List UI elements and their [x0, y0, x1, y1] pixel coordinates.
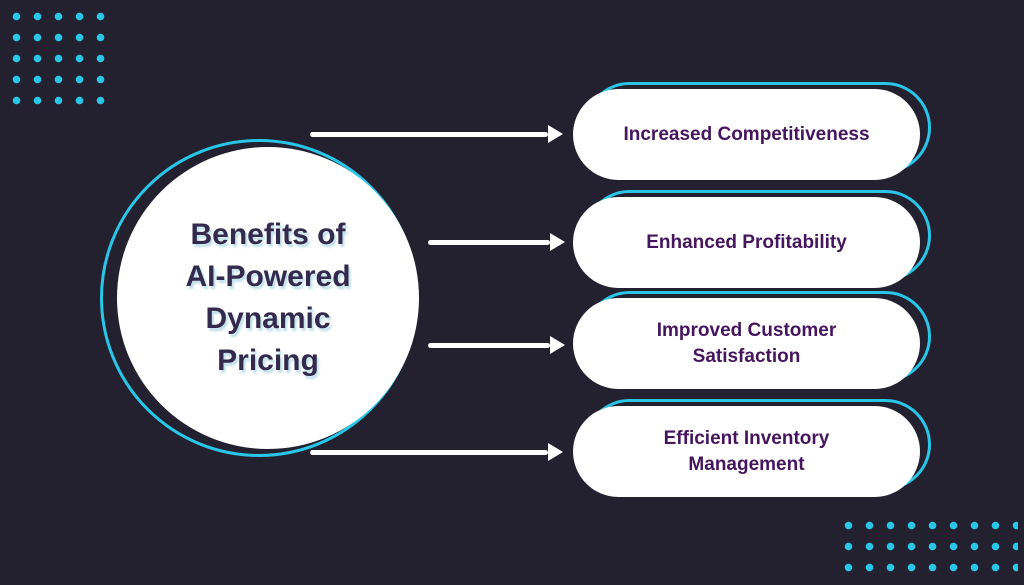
- arrow-line: [310, 131, 548, 137]
- benefit-card-improved-customer-satisfaction: Improved Customer Satisfaction: [573, 298, 920, 389]
- dot-grid-decoration-top-left: [6, 6, 114, 112]
- connector-arrow-4: [310, 443, 563, 461]
- connector-arrow-3: [428, 336, 565, 354]
- title-circle: Benefits of AI-Powered Dynamic Pricing: [117, 147, 419, 449]
- benefit-card-efficient-inventory-management: Efficient Inventory Management: [573, 406, 920, 497]
- benefit-card-surface: Improved Customer Satisfaction: [573, 298, 920, 389]
- arrow-head-icon: [548, 125, 563, 143]
- benefit-card-enhanced-profitability: Enhanced Profitability: [573, 197, 920, 288]
- arrow-line: [428, 239, 550, 245]
- connector-arrow-2: [428, 233, 565, 251]
- arrow-line: [428, 342, 550, 348]
- benefit-label: Efficient Inventory Management: [663, 427, 830, 475]
- arrow-head-icon: [550, 336, 565, 354]
- benefit-label: Improved Customer Satisfaction: [656, 319, 837, 367]
- arrow-head-icon: [550, 233, 565, 251]
- connector-arrow-1: [310, 125, 563, 143]
- benefit-label: Increased Competitiveness: [623, 123, 870, 145]
- benefit-card-increased-competitiveness: Increased Competitiveness: [573, 89, 920, 180]
- benefit-card-surface: Enhanced Profitability: [573, 197, 920, 288]
- benefit-card-surface: Efficient Inventory Management: [573, 406, 920, 497]
- benefit-label: Enhanced Profitability: [646, 231, 847, 253]
- benefit-card-surface: Increased Competitiveness: [573, 89, 920, 180]
- arrow-head-icon: [548, 443, 563, 461]
- arrow-line: [310, 449, 548, 455]
- page-title: Benefits of AI-Powered Dynamic Pricing: [185, 218, 351, 377]
- dot-grid-decoration-bottom-right: [838, 515, 1018, 579]
